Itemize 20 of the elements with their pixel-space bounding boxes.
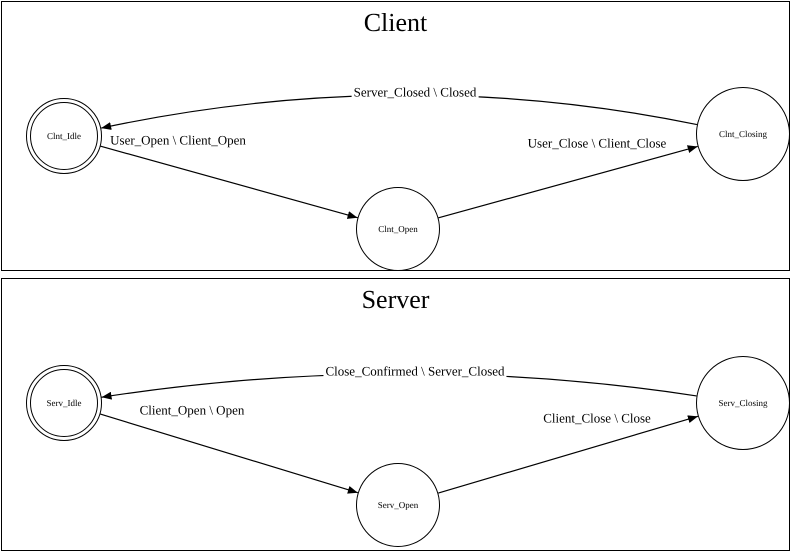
transition-arrow xyxy=(100,414,358,494)
state-label: Serv_Open xyxy=(378,500,418,510)
cluster-title: Client xyxy=(364,10,428,36)
edge-label: Client_Open \ Open xyxy=(138,404,246,416)
state-label: Clnt_Closing xyxy=(718,130,767,138)
transition-arrow xyxy=(438,145,698,218)
edge-label: Server_Closed \ Closed xyxy=(352,86,478,98)
state-label: Clnt_Idle xyxy=(47,132,81,140)
edge-label: User_Close \ Client_Close xyxy=(526,136,668,150)
cluster-frame xyxy=(1,1,790,271)
state-label: Serv_Idle xyxy=(46,398,82,408)
transition-arrow xyxy=(438,415,698,494)
transition-arrow xyxy=(100,146,358,219)
edge-label: Client_Close \ Close xyxy=(541,412,653,424)
edge-label: User_Open \ Client_Open xyxy=(108,134,248,146)
edge-label: Close_Confirmed \ Server_Closed xyxy=(323,364,507,378)
cluster-title: Server xyxy=(362,287,430,313)
state-label: Clnt_Open xyxy=(378,224,418,234)
cluster-frame xyxy=(1,278,790,551)
state-label: Serv_Closing xyxy=(718,398,768,408)
